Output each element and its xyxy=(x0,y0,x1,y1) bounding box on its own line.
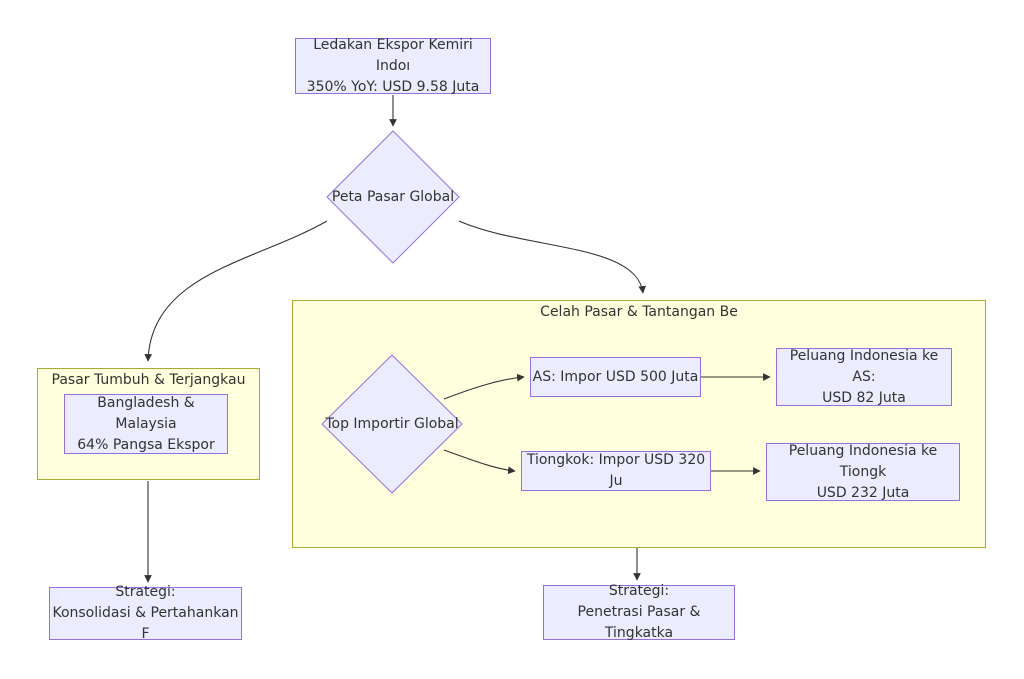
node-export-boom-line2: 350% YoY: USD 9.58 Juta xyxy=(306,78,480,95)
node-export-boom-line1: Ledakan Ekspor Kemiri Indoı xyxy=(313,36,473,74)
node-bangladesh-malaysia-line1: Bangladesh & Malaysia xyxy=(97,394,195,432)
node-as-impor-label: AS: Impor USD 500 Juta xyxy=(532,368,699,385)
node-strategi-penetrasi: Strategi: Penetrasi Pasar & Tingkatka xyxy=(543,583,735,641)
node-peluang-tiongkok: Peluang Indonesia ke Tiongk USD 232 Juta xyxy=(766,443,960,501)
cluster-celah-pasar-title: Celah Pasar & Tantangan Be xyxy=(540,304,738,320)
node-strategi-konsolidasi: Strategi: Konsolidasi & Pertahankan F xyxy=(49,584,242,642)
decision-peta-pasar-label: Peta Pasar Global xyxy=(331,189,455,205)
cluster-pasar-tumbuh-title: Pasar Tumbuh & Terjangkau xyxy=(51,372,246,388)
node-tiongkok-impor-label: Tiongkok: Impor USD 320 Ju xyxy=(526,452,706,489)
node-strategi-penetrasi-line1: Strategi: xyxy=(608,583,670,599)
node-peluang-tiongkok-line1: Peluang Indonesia ke Tiongk xyxy=(788,442,938,480)
node-export-boom: Ledakan Ekspor Kemiri Indoı 350% YoY: US… xyxy=(295,36,491,95)
node-strategi-konsolidasi-line2: Konsolidasi & Pertahankan F xyxy=(52,605,239,642)
node-peluang-as-line2: USD 82 Juta xyxy=(822,389,906,406)
node-strategi-penetrasi-line2: Penetrasi Pasar & Tingkatka xyxy=(577,604,701,641)
node-bangladesh-malaysia: Bangladesh & Malaysia 64% Pangsa Ekspor xyxy=(64,394,228,454)
node-peluang-tiongkok-line2: USD 232 Juta xyxy=(816,484,910,501)
node-bangladesh-malaysia-line2: 64% Pangsa Ekspor xyxy=(77,436,215,453)
node-peluang-as-line1: Peluang Indonesia ke AS: xyxy=(789,347,939,385)
node-as-impor: AS: Impor USD 500 Juta xyxy=(530,357,701,397)
node-tiongkok-impor: Tiongkok: Impor USD 320 Ju xyxy=(521,451,711,491)
node-strategi-konsolidasi-line1: Strategi: xyxy=(115,584,176,600)
node-peluang-as: Peluang Indonesia ke AS: USD 82 Juta xyxy=(776,348,952,406)
decision-top-importir-label: Top Importir Global xyxy=(325,416,459,432)
edge-petapasar-to-cluster-celahpasar xyxy=(458,220,646,294)
